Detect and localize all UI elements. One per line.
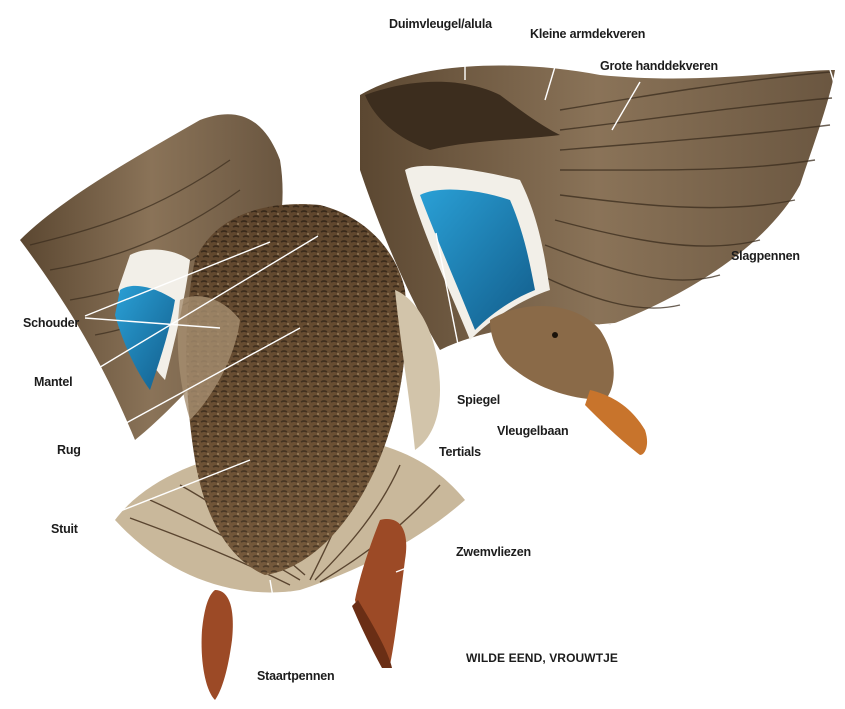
label-zwemvliezen: Zwemvliezen — [456, 545, 531, 559]
label-tertials: Tertials — [439, 445, 481, 459]
label-schouder: Schouder — [23, 316, 79, 330]
label-grote-handdekveren: Grote handdekveren — [600, 59, 718, 73]
right-wing — [360, 65, 835, 350]
label-slagpennen: Slagpennen — [731, 249, 800, 263]
label-staartpennen: Staartpennen — [257, 669, 334, 683]
label-stuit: Stuit — [51, 522, 78, 536]
label-kleine-armdekveren: Kleine armdekveren — [530, 27, 645, 41]
label-duimvleugel: Duimvleugel/alula — [389, 17, 492, 31]
caption: WILDE EEND, VROUWTJE — [466, 651, 618, 665]
label-rug: Rug — [57, 443, 81, 457]
label-mantel: Mantel — [34, 375, 72, 389]
label-vleugelbaan: Vleugelbaan — [497, 424, 568, 438]
label-spiegel: Spiegel — [457, 393, 500, 407]
